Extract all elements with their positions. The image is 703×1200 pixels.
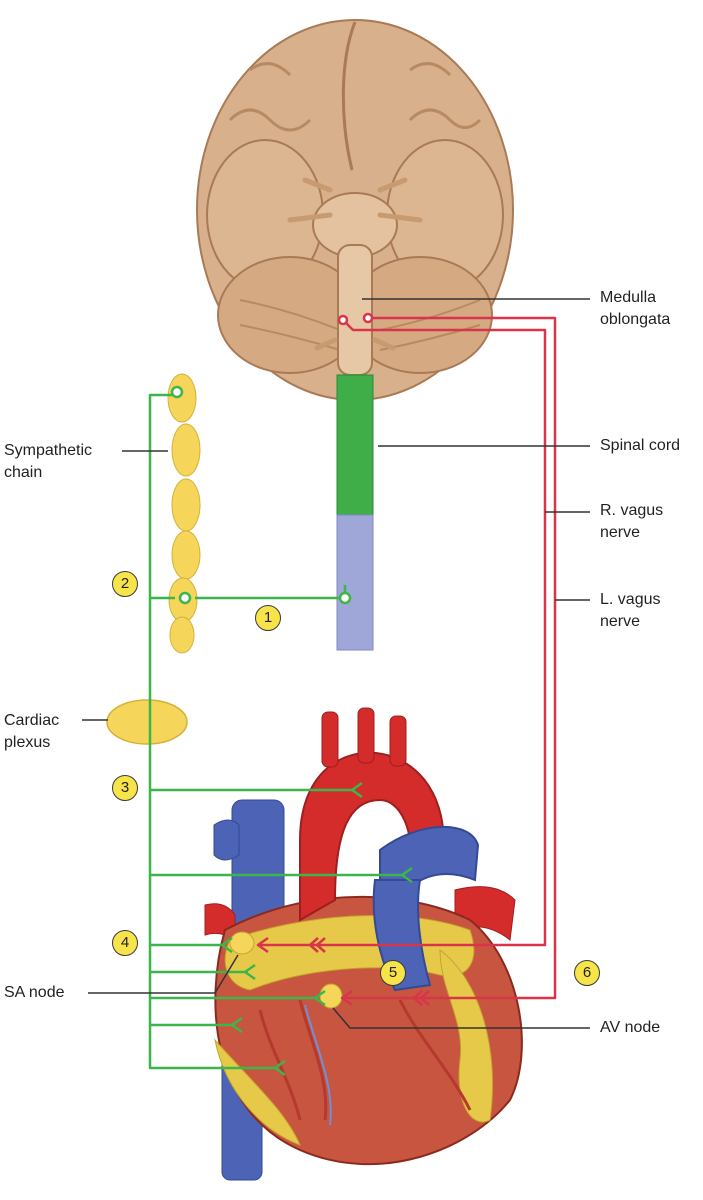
sympathetic-fibers [148, 385, 413, 1077]
l-vagus-label-line1: L. vagus [600, 591, 661, 608]
cardiac-plexus-label-line2: plexus [4, 734, 51, 751]
marker-2: 2 [112, 571, 138, 597]
medulla-label-line2: oblongata [600, 311, 671, 328]
r-vagus-label-line2: nerve [600, 524, 641, 541]
marker-3: 3 [112, 775, 138, 801]
cardiac-plexus-label-line1: Cardiac [4, 712, 60, 729]
marker-4: 4 [112, 930, 138, 956]
spinal-cord-label: Spinal cord [600, 435, 680, 457]
sympathetic-chain-label-line2: chain [4, 464, 43, 481]
av-node-label: AV node [600, 1017, 660, 1039]
sympathetic-chain-label-line1: Sympathetic [4, 442, 93, 459]
medulla-label-line1: Medulla [600, 289, 657, 306]
cardiac-plexus-label: Cardiac plexus [4, 710, 59, 754]
marker-1: 1 [255, 605, 281, 631]
cardiac-plexus-ganglion [106, 699, 188, 745]
l-vagus-nerve-label: L. vagus nerve [600, 589, 660, 633]
leader-lines [82, 298, 590, 1029]
l-vagus-label-line2: nerve [600, 613, 641, 630]
medulla-oblongata-label: Medulla oblongata [600, 287, 670, 331]
r-vagus-nerve-label: R. vagus nerve [600, 500, 663, 544]
r-vagus-label-line1: R. vagus [600, 502, 664, 519]
sa-node-structure [229, 931, 255, 955]
heart-illustration [204, 707, 523, 1181]
marker-5: 5 [380, 960, 406, 986]
sa-node-label: SA node [4, 982, 65, 1004]
spinal-cord-illustration [336, 374, 374, 651]
marker-6: 6 [574, 960, 600, 986]
sympathetic-chain-illustration [167, 373, 201, 654]
spinal-cord-label-text: Spinal cord [600, 437, 681, 454]
brain-illustration [196, 19, 514, 401]
sa-node-label-text: SA node [4, 984, 65, 1001]
parasympathetic-fibers [256, 312, 557, 1007]
sympathetic-chain-label: Sympathetic chain [4, 440, 92, 484]
av-node-label-text: AV node [600, 1019, 661, 1036]
